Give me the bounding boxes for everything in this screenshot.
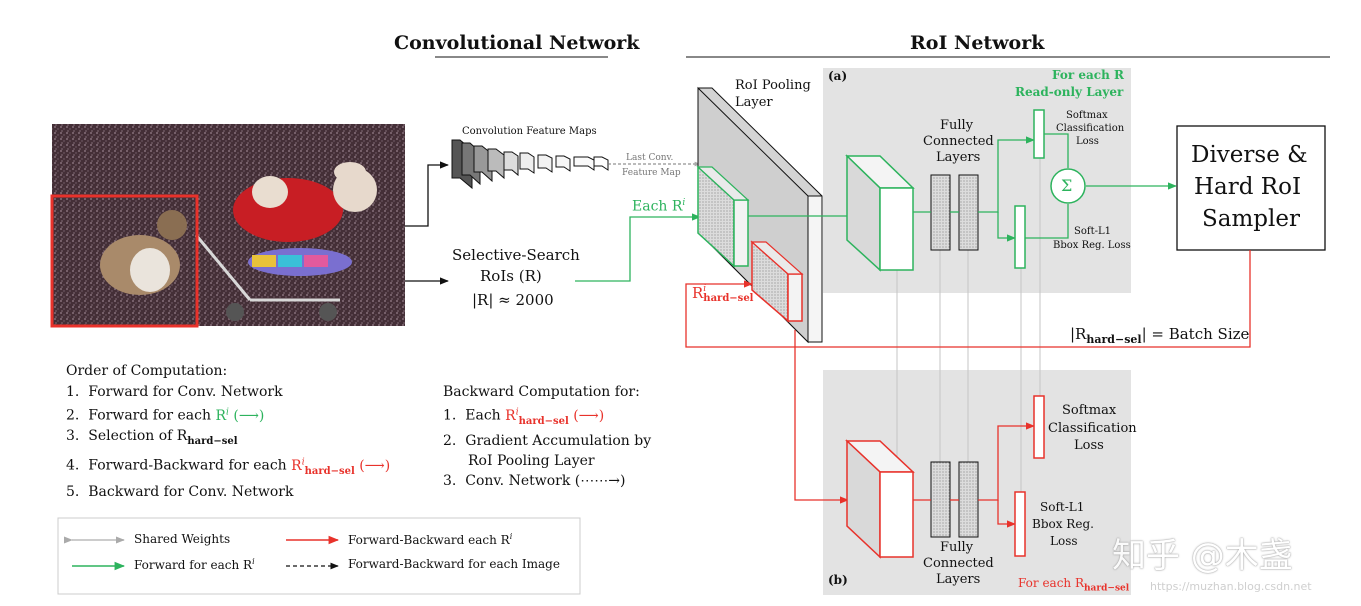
header-roi-network: RoI Network bbox=[910, 32, 1045, 54]
panel-b-cube bbox=[845, 439, 915, 559]
panel-a-softmax-2: Classification bbox=[1056, 123, 1125, 134]
legend-lines bbox=[63, 535, 340, 571]
panel-b-softmax-3: Loss bbox=[1074, 438, 1104, 453]
panel-a-tag: (a) bbox=[828, 69, 848, 83]
legend-box bbox=[57, 517, 581, 595]
panel-b-bbox-3: Loss bbox=[1050, 534, 1078, 548]
sampler-line-2: Hard RoI bbox=[1194, 174, 1302, 200]
roi-pooling-label-2: Layer bbox=[735, 95, 773, 110]
legend-forward-backward-image: Forward-Backward for each Image bbox=[348, 557, 560, 571]
roi-pooling-layer bbox=[696, 86, 823, 344]
panel-b-note: For each Rhard−sel bbox=[1018, 576, 1130, 594]
panel-a-softmax-1: Softmax bbox=[1066, 110, 1108, 121]
panel-a-note-2: Read-only Layer bbox=[1015, 85, 1124, 99]
shared-weights-lines bbox=[896, 158, 1041, 492]
roi-pooling-label-1: RoI Pooling bbox=[735, 78, 811, 93]
order-item-2: 2. Forward for each Ri (⟶) bbox=[66, 407, 265, 424]
panel-a-fc-3: Layers bbox=[936, 150, 981, 165]
panel-a-fc-2: Connected bbox=[923, 134, 994, 149]
panel-b-softmax-bar bbox=[1033, 395, 1045, 459]
panel-b-tag: (b) bbox=[828, 573, 848, 587]
conv-feature-maps-label: Convolution Feature Maps bbox=[462, 126, 597, 137]
panel-a-note-1: For each R bbox=[1052, 68, 1124, 82]
sampler-box bbox=[1176, 125, 1326, 251]
panel-b-fc-1: Fully bbox=[940, 540, 974, 555]
panel-b-fc-2: Connected bbox=[923, 556, 994, 571]
backward-computation: Backward Computation for: 1. Each Rihard… bbox=[443, 382, 651, 491]
last-conv-label-2: Feature Map bbox=[622, 168, 681, 178]
order-item-5: 5. Backward for Conv. Network bbox=[66, 484, 294, 501]
panel-b-bbox-1: Soft-L1 bbox=[1040, 500, 1085, 514]
panel-a-softmax-3: Loss bbox=[1076, 136, 1099, 147]
backward-item-1: 1. Each Rihard−sel (⟶) bbox=[443, 407, 605, 427]
sampler-line-1: Diverse & bbox=[1191, 142, 1308, 168]
watermark-main: 知乎 @木盏 bbox=[1112, 536, 1293, 576]
panel-b-bbox-bar bbox=[1014, 491, 1026, 557]
panel-a-bbox-1: Soft-L1 bbox=[1074, 226, 1111, 237]
order-item-4: 4. Forward-Backward for each Rihard−sel … bbox=[66, 457, 391, 477]
backward-item-3: 3. Conv. Network (⋯⋯→) bbox=[443, 473, 626, 490]
selective-search-line3: |R| ≈ 2000 bbox=[472, 291, 554, 309]
panel-b-fc-3: Layers bbox=[936, 572, 981, 587]
backward-title: Backward Computation for: bbox=[443, 384, 640, 400]
legend-shared-weights: Shared Weights bbox=[134, 532, 231, 546]
each-r-label: Each Ri bbox=[632, 198, 686, 215]
panel-a-bbox-2: Bbox Reg. Loss bbox=[1053, 240, 1131, 251]
order-item-3: 3. Selection of Rhard−sel bbox=[66, 428, 238, 447]
legend-forward-backward-each: Forward-Backward each Ri bbox=[348, 532, 513, 547]
sum-symbol: Σ bbox=[1061, 176, 1073, 195]
order-title: Order of Computation: bbox=[66, 363, 228, 379]
sum-node bbox=[1050, 168, 1086, 204]
input-photo bbox=[50, 124, 405, 328]
conv-feature-maps bbox=[451, 139, 609, 190]
panel-b-softmax-2: Classification bbox=[1048, 421, 1137, 436]
panel-a-bbox-bar bbox=[1014, 205, 1026, 269]
panel-a-fc-1: Fully bbox=[940, 118, 974, 133]
watermark-url: https://muzhan.blog.csdn.net bbox=[1150, 580, 1312, 593]
sampler-line-3: Sampler bbox=[1202, 206, 1300, 232]
selective-search-line2: RoIs (R) bbox=[480, 267, 542, 285]
batch-size-label: |Rhard−sel| = Batch Size bbox=[1070, 325, 1250, 346]
panel-b-softmax-1: Softmax bbox=[1062, 403, 1117, 418]
panel-b-bbox-2: Bbox Reg. bbox=[1032, 517, 1094, 531]
panel-a-cube bbox=[845, 154, 915, 272]
selective-search-line1: Selective-Search bbox=[452, 246, 580, 264]
legend-forward-each: Forward for each Ri bbox=[134, 557, 255, 572]
header-convolutional-network: Convolutional Network bbox=[394, 32, 640, 54]
order-of-computation: Order of Computation: 1. Forward for Con… bbox=[66, 361, 390, 503]
backward-item-2b: RoI Pooling Layer bbox=[468, 453, 595, 470]
backward-item-2: 2. Gradient Accumulation by bbox=[443, 433, 652, 450]
panel-a-softmax-bar bbox=[1033, 109, 1045, 159]
last-conv-label-1: Last Conv. bbox=[626, 153, 674, 163]
order-item-1: 1. Forward for Conv. Network bbox=[66, 383, 283, 400]
